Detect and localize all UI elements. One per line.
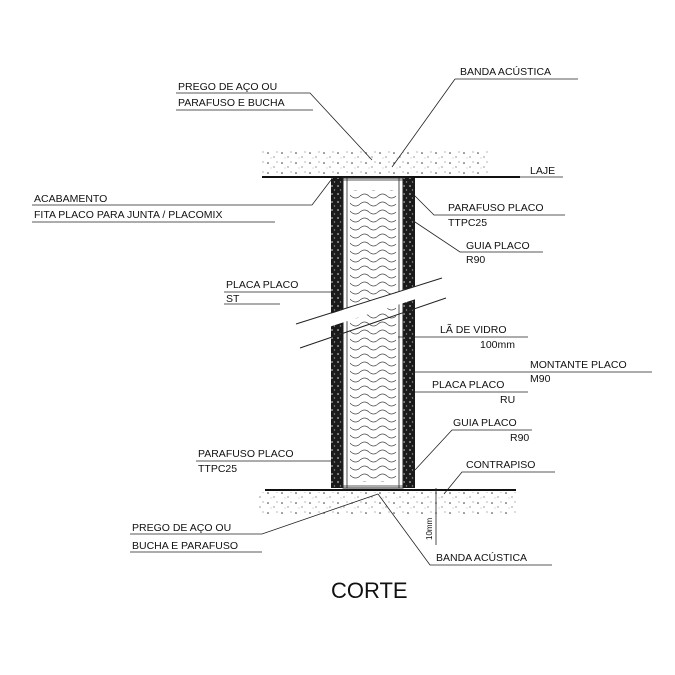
labels: PREGO DE AÇO OU PARAFUSO E BUCHA BANDA A… [34, 65, 627, 564]
tracks [342, 178, 404, 488]
label-prego-bot-1: PREGO DE AÇO OU [132, 522, 231, 534]
label-guia-bot-2: R90 [510, 432, 529, 444]
leader-lines [32, 78, 652, 566]
label-parafuso-left-2: TTPC25 [198, 463, 237, 475]
label-acabamento-1: ACABAMENTO [34, 193, 107, 205]
label-montante-2: M90 [530, 373, 551, 385]
label-laje: LAJE [530, 165, 555, 177]
label-placa-st-1: PLACA PLACO [226, 279, 298, 291]
label-banda-top: BANDA ACÚSTICA [460, 65, 551, 78]
label-la-2: 100mm [480, 339, 515, 351]
right-board [403, 178, 415, 488]
label-placa-st-2: ST [226, 293, 240, 305]
label-la-1: LÃ DE VIDRO [440, 323, 507, 336]
label-placa-ru-1: PLACA PLACO [432, 379, 504, 391]
label-parafuso-right-2: TTPC25 [448, 217, 487, 229]
label-parafuso-right-1: PARAFUSO PLACO [448, 202, 544, 214]
label-prego-top-2: PARAFUSO E BUCHA [178, 97, 285, 109]
label-guia-top-2: R90 [466, 254, 485, 266]
dimension-10mm: 10mm [425, 488, 437, 545]
floor-slab [258, 489, 516, 514]
label-guia-top-1: GUIA PLACO [466, 240, 530, 252]
slab [262, 150, 520, 178]
label-acabamento-2: FITA PLACO PARA JUNTA / PLACOMIX [34, 209, 222, 221]
drawing-title: CORTE [331, 578, 408, 603]
label-banda-bot: BANDA ACÚSTICA [436, 551, 527, 564]
glass-wool [350, 190, 396, 482]
label-prego-top-1: PREGO DE AÇO OU [178, 81, 277, 93]
left-board [331, 178, 343, 488]
break-line [295, 277, 448, 349]
label-contrapiso: CONTRAPISO [466, 459, 535, 471]
label-prego-bot-2: BUCHA E PARAFUSO [132, 540, 238, 552]
label-placa-ru-2: RU [500, 394, 515, 406]
label-guia-bot-1: GUIA PLACO [453, 417, 517, 429]
label-parafuso-left-1: PARAFUSO PLACO [198, 448, 294, 460]
label-montante-1: MONTANTE PLACO [530, 359, 627, 371]
dim-label: 10mm [425, 517, 434, 540]
